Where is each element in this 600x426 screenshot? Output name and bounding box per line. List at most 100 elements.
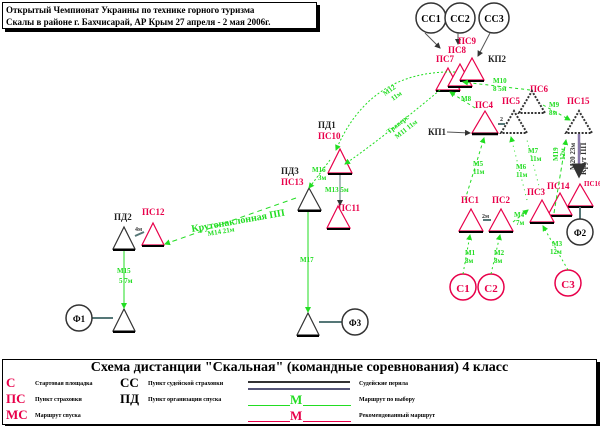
legend-mc-symbol: МС [6,407,28,422]
m14-name: Крутонаклонная ПП [191,208,286,235]
finish-f1[interactable]: Ф1 [65,304,93,332]
ps2-label: ПС2 [492,195,511,205]
legend-panel: Схема дистанции "Скальная" (командные со… [2,359,597,425]
ps16-label: ПС16 [584,180,600,188]
legend-rec-line-left [248,421,290,422]
legend-choice-text: Маршрут по выбору [359,397,415,403]
pd3-label: ПД3 [281,166,299,176]
c2-label: С2 [484,283,498,295]
c3-label: С3 [561,279,575,291]
station-ps5[interactable] [499,109,529,134]
ps8-label: ПС8 [448,45,467,55]
route-m16[interactable] [308,159,331,189]
route-m5[interactable] [464,137,486,201]
legend-rec-line-right [303,421,351,422]
station-ps14[interactable] [546,191,574,217]
legend-c-text: Стартовая площадка [35,381,93,387]
ss1-label: СС1 [421,14,440,25]
finish-f3[interactable]: Ф3 [341,308,369,336]
ps7-label: ПС7 [436,54,455,64]
legend-rec-text: Рекомендованный маршрут [359,413,436,419]
station-pd2[interactable] [112,225,136,251]
ps4-label: ПС4 [475,100,494,110]
route-m19[interactable] [553,139,569,214]
m7-len: 11м [530,155,542,163]
station-ps10[interactable] [327,147,353,175]
station-ps12[interactable] [141,221,165,247]
legend-rail-text: Судейские перила [359,381,408,387]
judge-point-ss3[interactable]: СС3 [478,2,510,34]
route-m10[interactable] [462,79,531,91]
route-m2[interactable] [490,234,502,275]
m17-label: М17 [300,256,314,264]
m4-label: М4 [514,211,525,219]
m19-label: М19 [552,147,560,161]
m19-len: 12м [559,148,567,160]
station-ps1[interactable] [457,207,485,233]
station-ps13[interactable] [297,186,323,212]
station-f1-base[interactable] [112,307,136,333]
route-m6[interactable] [509,136,528,201]
legend-ss-text: Пункт судейской страховки [148,381,224,387]
station-ps2[interactable] [487,207,515,233]
gap-2m-label: 2м [482,214,489,220]
station-ps4[interactable] [470,109,500,136]
judge-point-ss1[interactable]: СС1 [415,2,447,34]
route-m7[interactable] [526,139,541,191]
ss3-arrow [477,32,491,57]
pd2-ps12-rail [134,231,145,237]
route-m3[interactable] [542,225,569,271]
route-m12[interactable] [335,71,456,151]
judge-point-ss2[interactable]: СС2 [444,2,476,34]
legend-c-symbol: С [6,375,16,390]
m7-label: М7 [528,147,539,155]
m16-len: 3м [318,174,327,182]
m2-len: 8м [494,257,503,265]
kp1-label: КП1 [428,127,447,137]
start-c2[interactable]: С2 [477,273,505,301]
kp1-arrow [446,129,471,136]
m9-len: 8м [549,109,558,117]
ss2-label: СС2 [450,14,469,25]
m20-label: М20 23м [569,143,577,170]
m10-len: 8 5м [493,85,507,93]
gap-4m-label: 4м [135,227,142,233]
m20-name: Крут ПП [579,142,588,175]
legend-pd-symbol: ПД [120,391,140,406]
ps3-label: ПС3 [527,187,546,197]
pd1-label: ПД1 [318,120,336,130]
legend-title: Схема дистанции "Скальная" (командные со… [90,360,509,375]
route-m9[interactable] [542,104,571,121]
station-ps3[interactable] [528,198,556,224]
m5-label: М5 [473,160,484,168]
legend-choice-line-right [303,405,351,406]
station-ps11[interactable] [326,204,352,230]
m4-len: 7м [516,219,525,227]
route-m1[interactable] [462,234,473,275]
station-ps6[interactable] [517,89,547,114]
ss1-arrow [424,32,441,49]
ps14-label: ПС14 [547,181,570,191]
station-ps15[interactable] [564,109,594,134]
station-f3-base[interactable] [296,311,320,337]
route-m8[interactable] [449,91,476,109]
legend-choice-symbol: М [290,392,303,407]
m1-label: М1 [465,249,476,257]
m2-label: М2 [494,249,505,257]
f2-label: Ф2 [574,228,587,238]
m9-label: М9 [549,101,560,109]
start-c3[interactable]: С3 [554,269,582,297]
finish-f2[interactable]: Ф2 [566,218,594,246]
route-m11[interactable] [344,89,441,165]
legend-ps-text: Пункт страховки [35,397,82,403]
ps5-label: ПС5 [502,96,521,106]
kp2-label: КП2 [488,54,507,64]
f1-label: Ф1 [73,314,86,324]
m3-label: М3 [552,240,563,248]
legend-pd-text: Пункт организации спуска [148,397,222,403]
ps11-label: ПС11 [338,203,361,213]
header-line-2: Скалы в районе г. Бахчисарай, АР Крым 27… [6,17,271,27]
start-c1[interactable]: С1 [449,273,477,301]
legend-mc-text: Маршрут спуска [35,413,81,419]
legend-ss-symbol: СС [120,375,139,390]
